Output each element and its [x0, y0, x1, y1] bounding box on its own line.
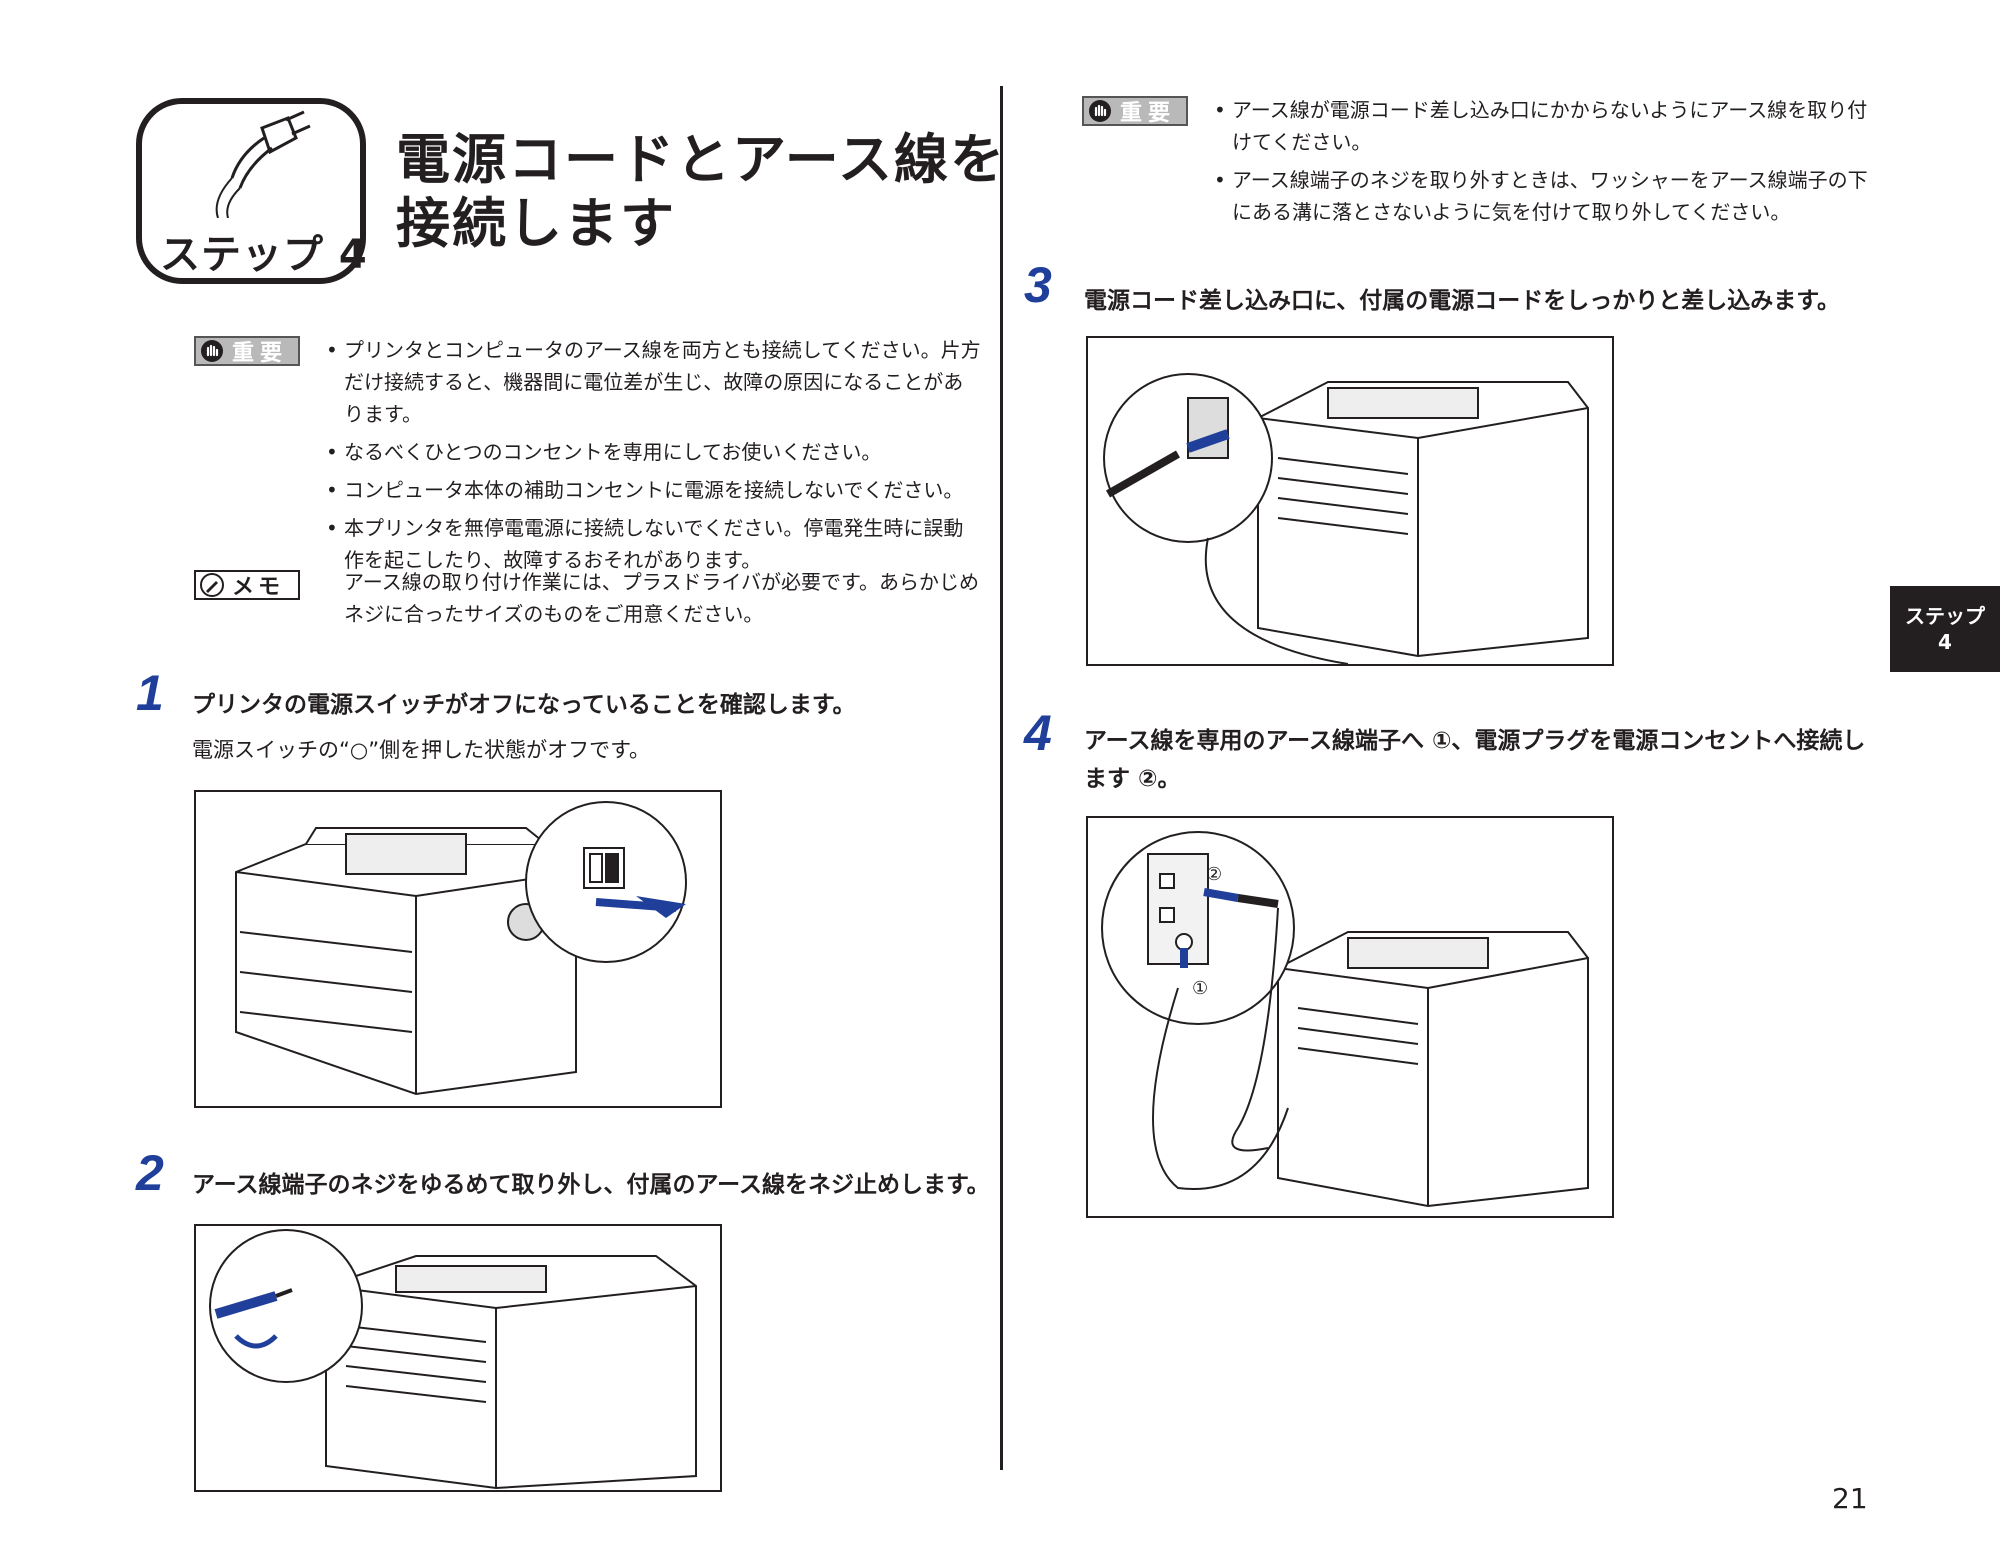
- important-list-left: プリンタとコンピュータのアース線を両方とも接続してください。片方だけ接続すると、…: [326, 334, 982, 582]
- step-sub-1: 電源スイッチの“○”側を押した状態がオフです。: [192, 738, 650, 762]
- important-tag-right: 重要: [1082, 96, 1188, 126]
- column-divider: [1000, 86, 1003, 1470]
- list-item: コンピュータ本体の補助コンセントに電源を接続しないでください。: [326, 474, 982, 506]
- step-badge-label: ステップ 4: [160, 232, 368, 278]
- page-title-line2: 接続します: [396, 192, 676, 255]
- page-title: 電源コードとアース線を 接続します: [396, 128, 1006, 256]
- list-item: アース線端子のネジを取り外すときは、ワッシャーをアース線端子の下にある溝に落とさ…: [1214, 164, 1874, 228]
- figure-label-two: ②: [1206, 864, 1222, 885]
- printer-back-ground-illustration: [209, 1229, 697, 1490]
- important-tag-label: 重要: [1120, 101, 1177, 126]
- step-text-2: アース線端子のネジをゆるめて取り外し、付属のアース線をネジ止めします。: [192, 1172, 990, 1198]
- important-tag: 重要: [194, 336, 300, 366]
- memo-tag: メモ: [194, 570, 300, 600]
- printer-back-cord-illustration: [1103, 373, 1589, 664]
- list-item: なるべくひとつのコンセントを専用にしてお使いください。: [326, 436, 982, 468]
- memo-tag-label: メモ: [232, 575, 285, 600]
- important-list-right: アース線が電源コード差し込み口にかからないようにアース線を取り付けてください。 …: [1214, 94, 1874, 234]
- side-tab-line2: 4: [1938, 630, 1952, 654]
- printer-outlet-illustration: ② ①: [1101, 831, 1589, 1208]
- side-tab-step4[interactable]: ステップ 4: [1890, 586, 2000, 672]
- step-text-4: アース線を専用のアース線端子へ ①、電源プラグを電源コンセントへ接続します ②。: [1084, 728, 1866, 792]
- step-badge: ステップ 4: [136, 98, 368, 284]
- important-tag-label: 重要: [232, 341, 289, 366]
- step-number-1: 1: [136, 665, 164, 721]
- pencil-icon: [200, 573, 224, 597]
- step-number-2: 2: [136, 1145, 164, 1201]
- hand-icon: [200, 339, 224, 363]
- list-item: アース線が電源コード差し込み口にかからないようにアース線を取り付けてください。: [1214, 94, 1874, 158]
- page-number: 21: [1832, 1482, 1868, 1515]
- figure-power-switch: [194, 790, 722, 1108]
- plug-icon: [215, 110, 311, 218]
- step-number-4: 4: [1024, 705, 1052, 761]
- step-number-3: 3: [1024, 257, 1052, 313]
- memo-text: アース線の取り付け作業には、プラスドライバが必要です。あらかじめネジに合ったサイ…: [344, 570, 979, 626]
- hand-icon: [1088, 99, 1112, 123]
- step-text-1: プリンタの電源スイッチがオフになっていることを確認します。: [192, 692, 856, 718]
- list-item: プリンタとコンピュータのアース線を両方とも接続してください。片方だけ接続すると、…: [326, 334, 982, 430]
- figure-label-one: ①: [1192, 978, 1208, 999]
- figure-ground-and-plug: ② ①: [1086, 816, 1614, 1218]
- step-text-3: 電源コード差し込み口に、付属の電源コードをしっかりと差し込みます。: [1084, 288, 1841, 314]
- page-title-line1: 電源コードとアース線を: [396, 128, 1007, 191]
- printer-front-illustration: [235, 801, 687, 1096]
- figure-power-cord-insert: [1086, 336, 1614, 666]
- list-item: 本プリンタを無停電電源に接続しないでください。停電発生時に誤動作を起こしたり、故…: [326, 512, 982, 576]
- side-tab-line1: ステップ: [1905, 604, 1985, 628]
- figure-ground-screw: [194, 1224, 722, 1492]
